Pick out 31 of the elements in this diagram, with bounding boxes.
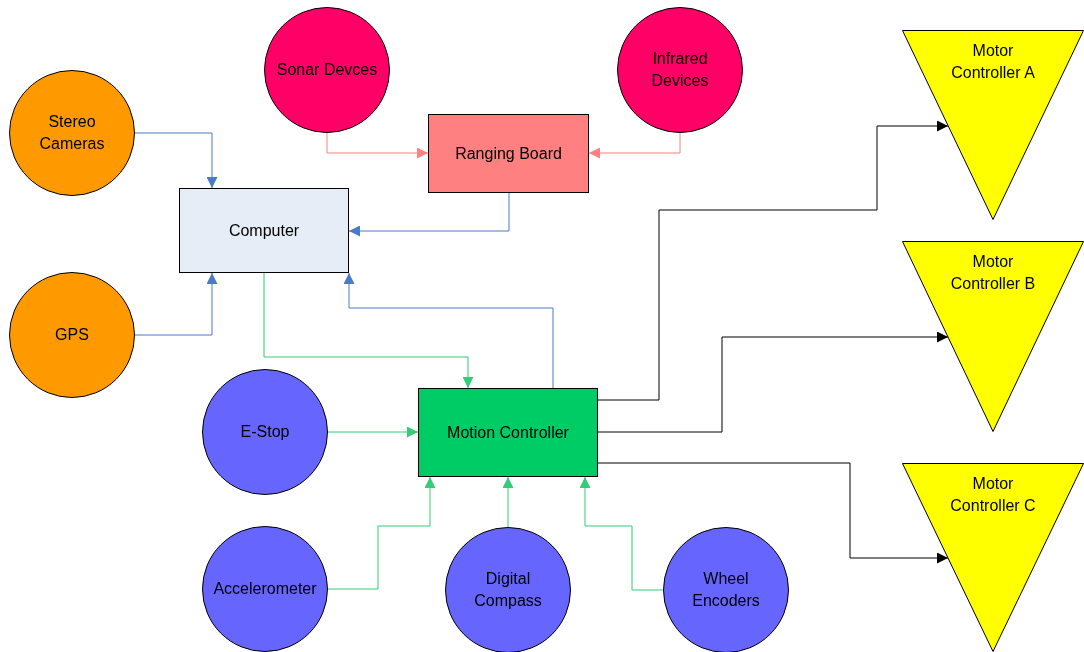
node-label: Motor Controller B [949,252,1037,294]
node-label: Stereo Cameras [38,112,106,154]
arrow [134,272,218,336]
node-label: Accelerometer [213,579,317,599]
arrow [134,132,218,189]
node-label: Motion Controller [447,422,569,443]
arrow [597,331,949,433]
process-box [179,188,349,273]
node-label: Motor Controller C [949,474,1037,516]
node-label: E-Stop [240,422,290,442]
node-label: GPS [55,325,89,345]
arrow [263,272,474,389]
process-box [428,114,589,193]
arrow [327,426,419,438]
node-label: Infrared Devices [650,49,710,91]
arrow [327,476,436,590]
node-label: Motor Controller A [950,41,1036,83]
arrow [343,272,554,389]
arrow [326,132,429,159]
arrow [597,462,949,564]
node-label: Digital Compass [473,569,543,611]
arrow [588,132,681,159]
arrow [502,476,514,528]
arrow [348,192,510,237]
arrow [579,476,664,591]
node-label: Wheel Encoders [691,569,761,611]
process-box [418,388,598,477]
node-label: Sonar Devces [276,60,378,80]
arrow [597,120,949,401]
node-label: Computer [228,220,300,241]
node-label: Ranging Board [455,143,562,164]
